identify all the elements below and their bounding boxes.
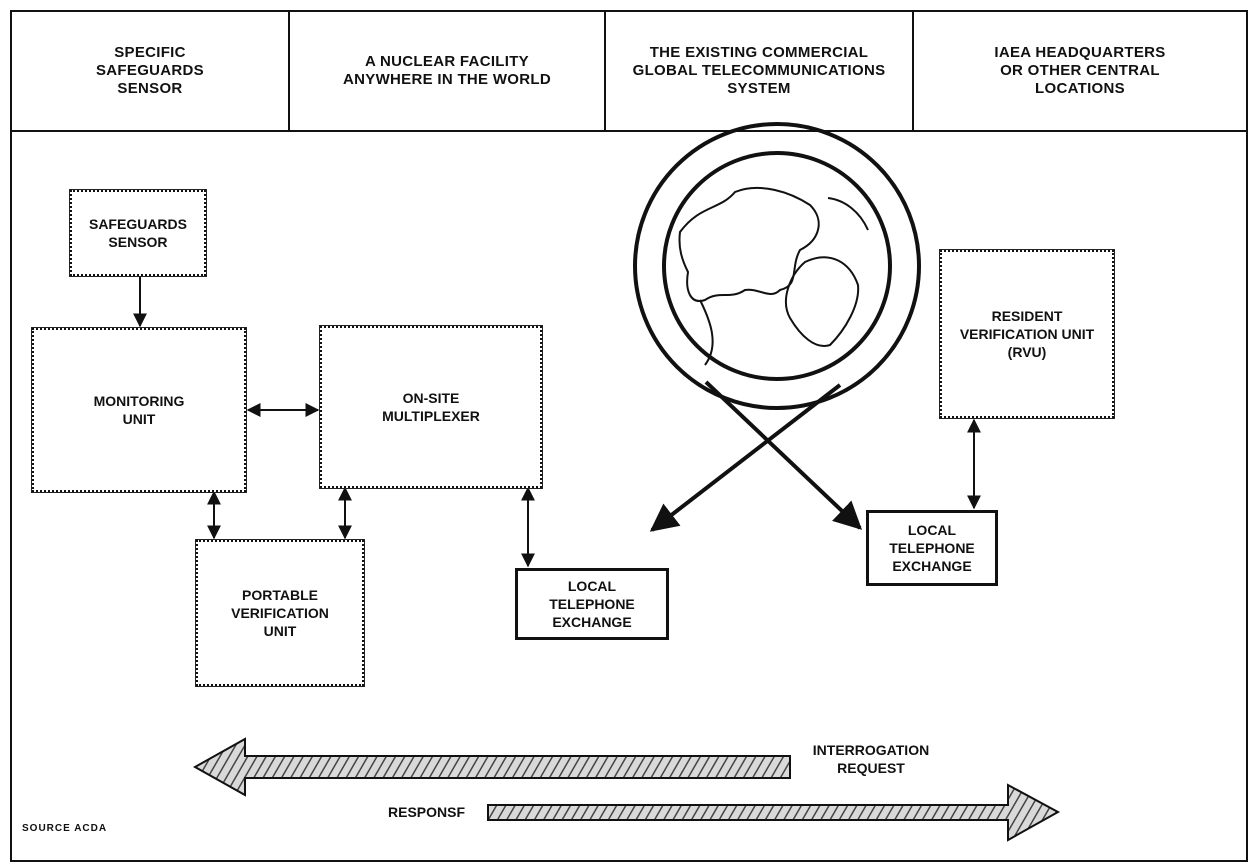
header-divider (604, 12, 606, 132)
on-site-multiplexer-box: ON-SITE MULTIPLEXER (319, 325, 543, 489)
monitoring-unit-box: MONITORING UNIT (31, 327, 247, 493)
header-iaea: IAEA HEADQUARTERS OR OTHER CENTRAL LOCAT… (914, 12, 1246, 132)
portable-verification-unit-box: PORTABLE VERIFICATION UNIT (195, 539, 365, 687)
diagram-frame (10, 10, 1248, 862)
header-divider (912, 12, 914, 132)
header-divider (288, 12, 290, 132)
safeguards-sensor-box: SAFEGUARDS SENSOR (69, 189, 207, 277)
interrogation-arrow (192, 737, 791, 797)
response-label: RESPONSF (388, 804, 466, 820)
header-sensor: SPECIFIC SAFEGUARDS SENSOR (12, 12, 288, 132)
local-telephone-exchange-right: LOCAL TELEPHONE EXCHANGE (866, 510, 998, 586)
header-telecom: THE EXISTING COMMERCIAL GLOBAL TELECOMMU… (606, 12, 912, 132)
response-arrow (487, 783, 1061, 842)
source-note: SOURCE ACDA (22, 823, 108, 834)
resident-verification-unit-box: RESIDENT VERIFICATION UNIT (RVU) (939, 249, 1115, 419)
header-facility: A NUCLEAR FACILITY ANYWHERE IN THE WORLD (290, 12, 604, 132)
globe-icon (633, 122, 921, 532)
interrogation-request-label: INTERROGATION REQUEST (812, 742, 930, 776)
local-telephone-exchange-left: LOCAL TELEPHONE EXCHANGE (515, 568, 669, 640)
